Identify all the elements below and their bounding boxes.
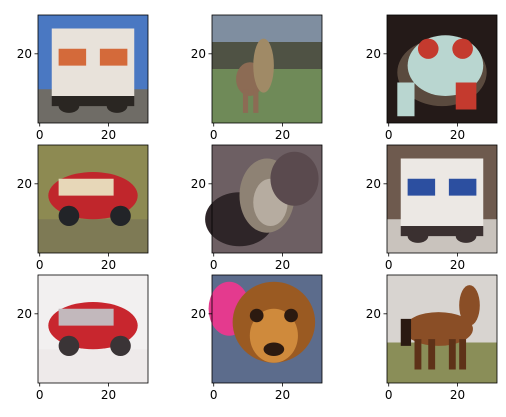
image-detail [270,151,319,206]
y-tick-label: 20 [17,307,32,321]
image-detail [58,48,87,66]
subplot-panel: 0 20 20 [366,274,498,402]
image-detail [455,82,477,110]
x-tick-label: 0 [385,388,393,402]
subplot-image [387,145,497,253]
image-detail [99,48,128,66]
subplot-panel: 0 20 20 [191,14,323,142]
x-tick-label: 0 [36,258,44,272]
x-tick-label: 0 [210,388,218,402]
axes-frame [211,14,323,124]
x-tick-label: 20 [101,258,116,272]
image-detail [459,339,467,370]
x-tick-label: 20 [101,388,116,402]
axes-frame [37,144,149,254]
image-detail [242,89,249,113]
subplot-image [387,15,497,123]
image-detail [249,308,298,363]
image-detail [110,205,131,226]
subplot-image [38,145,148,253]
image-detail [249,308,264,323]
x-tick-label: 0 [385,128,393,142]
y-tick-label: 20 [191,47,206,61]
image-detail [58,205,80,226]
x-tick-label: 0 [36,388,44,402]
subplot-image [208,275,322,383]
image-detail [110,335,131,356]
subplot-panel: 0 20 20 [17,144,149,272]
image-ground [38,219,148,253]
image-ground [387,342,497,383]
image-detail [58,99,80,113]
subplot-image [38,15,148,123]
image-detail [448,178,477,196]
x-tick-label: 0 [210,258,218,272]
x-tick-label: 20 [450,388,465,402]
subplot-panel: 0 20 20 [191,274,323,402]
image-subject [404,312,473,346]
image-detail [263,342,285,356]
y-tick-label: 20 [191,307,206,321]
axes-frame [37,14,149,124]
image-detail [400,318,412,346]
x-tick-label: 20 [275,388,290,402]
axes-frame [211,274,323,384]
image-detail [284,308,298,323]
image-detail [407,229,429,243]
subplot-panel: 0 20 20 [17,274,149,402]
image-detail [58,335,80,356]
image-detail [106,99,128,113]
image-detail [400,226,484,237]
subplot-panel: 0 20 20 [191,144,323,272]
image-detail [397,82,415,117]
x-tick-label: 20 [275,128,290,142]
y-tick-label: 20 [366,177,381,191]
image-detail [417,38,439,59]
image-detail [459,285,480,326]
image-detail [448,339,456,370]
subplot-image [205,145,322,253]
y-tick-label: 20 [17,47,32,61]
image-detail [58,178,114,196]
subplot-image [38,275,148,383]
subplot-image [212,15,322,123]
y-tick-label: 20 [366,47,381,61]
x-tick-label: 20 [450,258,465,272]
image-detail [253,38,274,93]
y-tick-label: 20 [366,307,381,321]
subplot-panel: 0 20 20 [366,144,498,272]
image-detail [51,96,135,107]
image-detail [58,308,114,326]
axes-frame [211,144,323,254]
image-detail [455,229,477,243]
image-detail [407,178,436,196]
axes-frame [37,274,149,384]
image-detail [414,339,422,370]
image-ground [38,349,148,383]
x-tick-label: 20 [275,258,290,272]
subplot-panel: 0 20 20 [366,14,498,142]
image-detail [428,339,436,370]
subplot-panel: 0 20 20 [17,14,149,142]
x-tick-label: 0 [36,128,44,142]
subplot-image [387,275,497,383]
axes-frame [386,144,498,254]
x-tick-label: 20 [101,128,116,142]
axes-frame [386,274,498,384]
x-tick-label: 20 [450,128,465,142]
image-detail [452,38,473,59]
x-tick-label: 0 [210,128,218,142]
axes-frame [386,14,498,124]
y-tick-label: 20 [191,177,206,191]
x-tick-label: 0 [385,258,393,272]
y-tick-label: 20 [17,177,32,191]
image-detail [253,89,259,113]
